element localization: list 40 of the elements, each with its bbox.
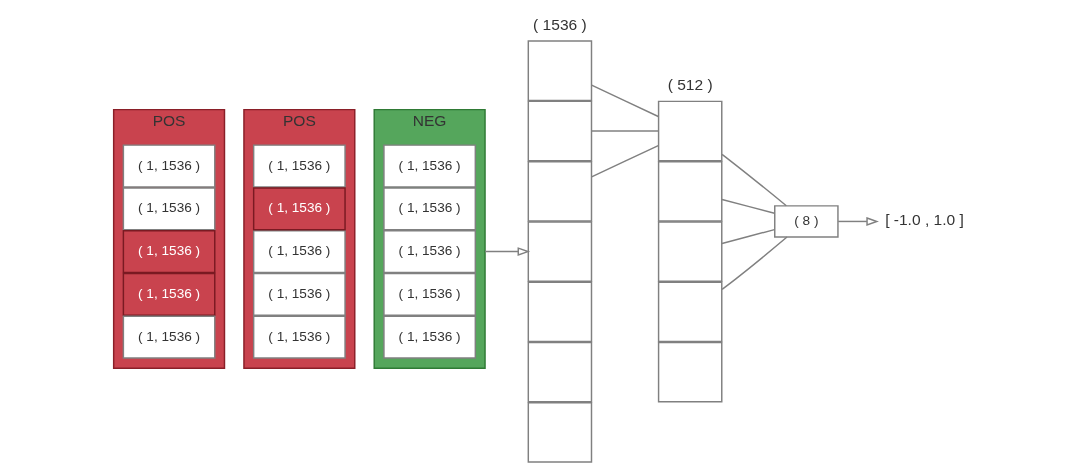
node-box: ( 1, 1536 ) [122, 187, 216, 231]
node-box: ( 1, 1536 ) [122, 272, 216, 316]
node-box [527, 160, 593, 222]
node-box: ( 1, 1536 ) [122, 315, 216, 359]
node-box: ( 8 ) [774, 205, 839, 238]
node-box [527, 402, 593, 463]
arrow [484, 247, 531, 256]
node-box: ( 1, 1536 ) [383, 229, 477, 274]
node-box: ( 1, 1536 ) [122, 144, 216, 188]
node-box [527, 40, 593, 102]
connector [590, 144, 659, 178]
node-box: ( 1, 1536 ) [252, 315, 346, 359]
node-box [657, 221, 723, 282]
node-box [527, 100, 593, 162]
node-box [657, 160, 723, 222]
node-box [527, 281, 593, 343]
node-text: [ -1.0 , 1.0 ] [885, 211, 964, 229]
node-box: ( 1, 1536 ) [383, 315, 477, 359]
node-box [657, 281, 723, 343]
label: ( 512 ) [667, 76, 713, 93]
node-box: ( 1, 1536 ) [252, 187, 346, 231]
node-box: ( 1, 1536 ) [252, 144, 346, 188]
node-box [657, 100, 723, 162]
node-box [527, 221, 593, 282]
arrow [837, 217, 879, 226]
node-box [527, 341, 593, 403]
connector [721, 153, 788, 207]
connector [590, 84, 659, 118]
node-box: ( 1, 1536 ) [383, 272, 477, 316]
connector [721, 198, 776, 214]
label: ( 1536 ) [533, 15, 587, 33]
node-box: ( 1, 1536 ) [383, 187, 477, 231]
connector [721, 236, 788, 291]
connector [721, 228, 776, 245]
node-box: ( 1, 1536 ) [122, 229, 216, 274]
node-box: ( 1, 1536 ) [252, 272, 346, 316]
node-box: ( 1, 1536 ) [383, 144, 477, 188]
node-box: ( 1, 1536 ) [252, 229, 346, 274]
connector [590, 130, 659, 132]
node-box [657, 341, 723, 403]
